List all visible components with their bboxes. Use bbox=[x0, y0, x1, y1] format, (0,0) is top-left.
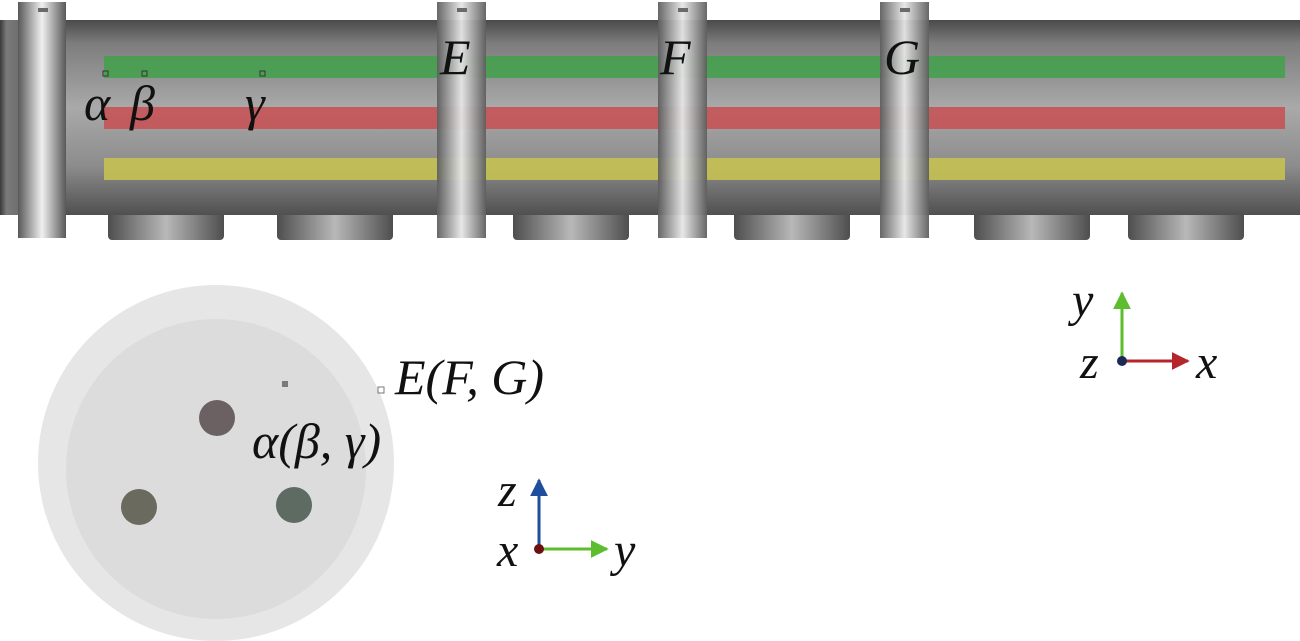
cross-section-inner bbox=[66, 319, 366, 619]
axis-label-z-front: z bbox=[497, 464, 517, 517]
label-cross-section-sensors: α(β, γ) bbox=[252, 413, 381, 469]
axis-origin-front bbox=[534, 544, 544, 554]
ring-f bbox=[658, 2, 707, 238]
ring-e bbox=[437, 2, 486, 238]
axis-label-z-side: z bbox=[1079, 336, 1099, 389]
fiber-dot-left bbox=[121, 489, 157, 525]
axes-cross-section: z y x bbox=[496, 464, 636, 577]
axes-side-view: y x z bbox=[1067, 274, 1217, 389]
axis-label-y-front: y bbox=[609, 524, 636, 577]
axis-label-x-side: x bbox=[1195, 336, 1217, 389]
label-cross-section-rings: E(F, G) bbox=[394, 349, 544, 405]
label-section-f: F bbox=[659, 29, 691, 85]
sensor-markers bbox=[102, 70, 266, 77]
axis-label-x-front: x bbox=[496, 524, 518, 577]
pipe-side-view: E F G α β γ bbox=[0, 2, 1300, 240]
axis-label-y-side: y bbox=[1067, 274, 1094, 327]
axis-origin-side bbox=[1117, 356, 1127, 366]
label-section-e: E bbox=[439, 29, 471, 85]
pipe-end-collar bbox=[18, 2, 66, 238]
fiber-dot-right bbox=[276, 487, 312, 523]
pipe-cross-section: E(F, G) α(β, γ) bbox=[38, 285, 544, 641]
pipe-end-cap bbox=[0, 20, 22, 215]
label-sensor-beta: β bbox=[129, 75, 155, 131]
label-section-g: G bbox=[884, 29, 920, 85]
label-sensor-gamma: γ bbox=[245, 75, 266, 131]
ring-g bbox=[880, 2, 929, 238]
label-sensor-alpha: α bbox=[84, 75, 112, 131]
fiber-dot-top bbox=[199, 400, 235, 436]
